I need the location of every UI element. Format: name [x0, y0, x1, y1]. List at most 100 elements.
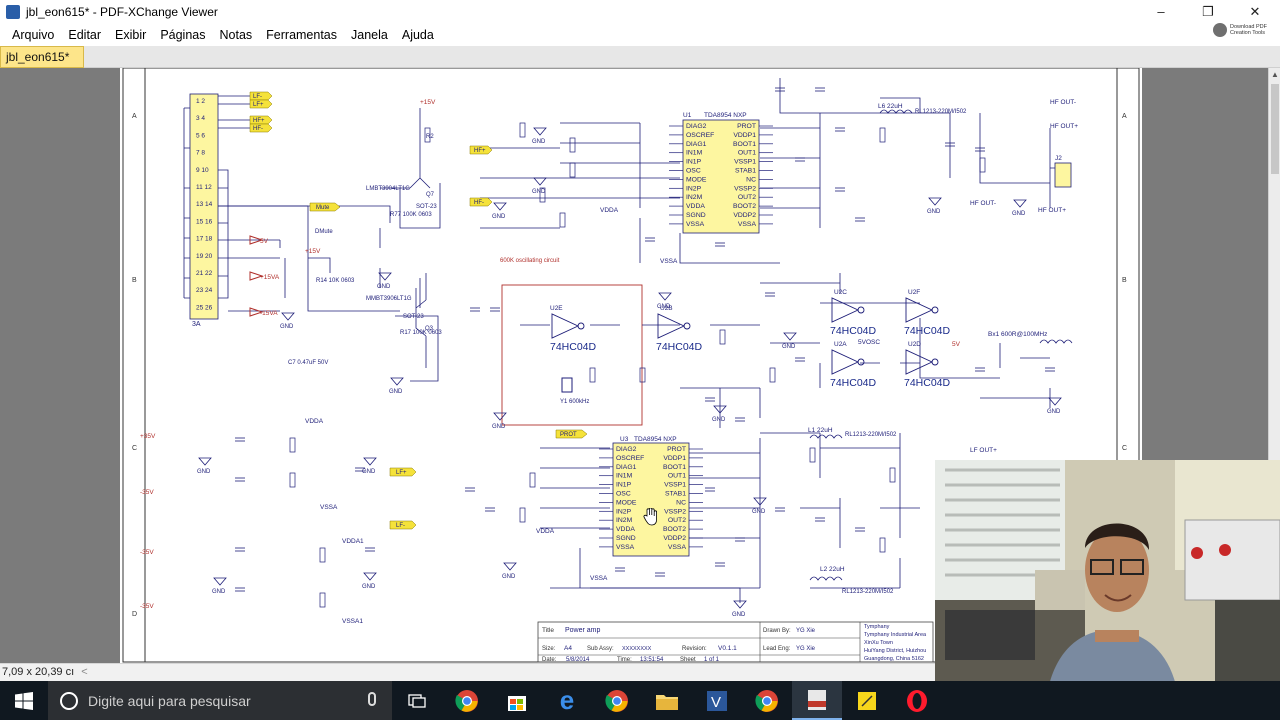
maximize-button[interactable]: ❐ — [1202, 4, 1214, 19]
sheet-label: Sheet — [680, 657, 696, 663]
menu-notas[interactable]: Notas — [219, 28, 253, 42]
j1-pin-label: 21 22 — [196, 270, 213, 277]
ic-pin-left: IN1P — [616, 482, 632, 489]
minimize-button[interactable]: – — [1157, 4, 1165, 19]
download-pdf-tools-button[interactable]: Download PDF Creation Tools — [1213, 23, 1272, 37]
menu-paginas[interactable]: Páginas — [160, 28, 206, 42]
border-row-c: C — [132, 445, 137, 452]
sub-assy-label: Sub Assy: — [587, 646, 614, 652]
ic-pin-left: SGND — [686, 212, 706, 219]
ic-pin-left: IN2M — [686, 194, 703, 201]
inverter-bubble — [857, 358, 865, 366]
ic-pin-right: NC — [746, 176, 756, 183]
ic-pin-right: VDDP1 — [663, 455, 686, 462]
task-view-icon — [408, 693, 426, 708]
ic-pin-left: OSCREF — [616, 455, 644, 462]
menu-arquivo[interactable]: Arquivo — [12, 28, 55, 42]
ground-label: GND — [492, 214, 506, 220]
j1-pin-label: 17 18 — [196, 236, 213, 243]
hf-plus-tag — [469, 145, 493, 155]
j1-pin-label: 19 20 — [196, 253, 213, 260]
edge-taskbar-button[interactable]: e — [542, 681, 592, 720]
l6-label: L6 22uH — [878, 103, 903, 110]
menu-editar[interactable]: Editar — [68, 28, 102, 42]
ground-label: GND — [1012, 211, 1026, 217]
ic-pin-right: OUT2 — [738, 194, 756, 201]
resistor-symbol — [719, 329, 726, 345]
resistor-symbol — [289, 437, 296, 453]
lf-minus-tag-label: LF- — [396, 523, 405, 529]
mute-circuit — [279, 108, 431, 368]
resistor-symbol — [569, 137, 576, 153]
menu-exibir[interactable]: Exibir — [115, 28, 147, 42]
j2-label: J2 — [1055, 155, 1062, 162]
inverter-gate — [905, 349, 934, 375]
ground-symbol — [493, 412, 507, 421]
ic-pin-left: VDDA — [616, 526, 635, 533]
close-button[interactable]: ✕ — [1249, 4, 1261, 19]
border-row-b-right: B — [1122, 277, 1127, 284]
menu-ferramentas[interactable]: Ferramentas — [266, 28, 338, 42]
ic-pin-left: DIAG2 — [616, 446, 637, 453]
sticky-notes-taskbar-button[interactable] — [842, 681, 892, 720]
lf-minus-tag — [389, 520, 417, 530]
title-label: Title — [542, 627, 554, 634]
file-explorer-taskbar-button[interactable] — [642, 681, 692, 720]
sticky-notes-icon — [858, 691, 876, 710]
ground-label: GND — [197, 469, 211, 475]
size-label: Size: — [542, 646, 556, 652]
pdf-xchange-taskbar-button[interactable] — [792, 681, 842, 720]
opera-taskbar-button[interactable] — [892, 681, 942, 720]
time-label: Time: — [617, 657, 632, 663]
ic-pin-right: VDDP1 — [733, 132, 756, 139]
chrome-taskbar-button[interactable] — [442, 681, 492, 720]
ground-label: GND — [280, 324, 294, 330]
resistor-symbol — [519, 507, 526, 523]
vdda1-label: VDDA1 — [342, 538, 364, 545]
hf-out-minus-2: HF OUT- — [970, 200, 996, 207]
svg-text:LF+: LF+ — [253, 102, 264, 108]
revision-label: Revision: — [682, 646, 707, 652]
chrome-3-taskbar-button[interactable] — [742, 681, 792, 720]
chrome-2-taskbar-button[interactable] — [592, 681, 642, 720]
ground-label: GND — [927, 209, 941, 215]
visio-taskbar-button[interactable]: V — [692, 681, 742, 720]
ground-symbol — [658, 292, 672, 301]
horizontal-scroll-left-icon[interactable]: < — [81, 666, 88, 678]
title-bar: jbl_eon615* - PDF-XChange Viewer – ❐ ✕ — [0, 0, 1280, 24]
ground-symbol — [753, 497, 767, 506]
menu-ajuda[interactable]: Ajuda — [401, 28, 434, 42]
address-2: HuiYang District, Huizhou — [864, 648, 926, 654]
5vosc-label: 5VOSC — [858, 339, 880, 346]
menu-bar: Arquivo Editar Exibir Páginas Notas Ferr… — [0, 24, 1280, 46]
ic-pin-left: IN1M — [616, 473, 633, 480]
store-taskbar-button[interactable] — [492, 681, 542, 720]
ground-label: GND — [362, 584, 376, 590]
ground-symbol — [928, 197, 942, 206]
menu-janela[interactable]: Janela — [351, 28, 388, 42]
inverter-gate — [831, 297, 860, 323]
ground-label: GND — [752, 509, 766, 515]
ic-pin-right: VDDP2 — [663, 535, 686, 542]
svg-text:TDA8954 NXP: TDA8954 NXP — [704, 112, 747, 119]
scroll-up-icon[interactable]: ▲ — [1271, 70, 1279, 79]
q7-ref: Q7 — [426, 192, 435, 198]
oscillator-box — [501, 284, 643, 426]
document-tab[interactable]: jbl_eon615* — [0, 46, 84, 68]
microphone-icon[interactable] — [368, 692, 376, 706]
oscillator-note: 600K oscillating circuit — [500, 258, 560, 264]
ic-pin-left: IN2P — [686, 185, 702, 192]
start-button[interactable] — [0, 681, 48, 720]
ground-label: GND — [492, 424, 506, 430]
task-view-button[interactable] — [392, 681, 442, 720]
rail-15v-r14: +15V — [305, 248, 321, 255]
resistor-symbol — [529, 472, 536, 488]
taskbar-search-box[interactable]: Digite aqui para pesquisar — [48, 681, 392, 720]
scrollbar-thumb[interactable] — [1271, 84, 1279, 174]
ic-pin-left: OSC — [616, 491, 631, 498]
resistor-symbol — [539, 187, 546, 203]
time-value: 13:51:54 — [640, 657, 664, 663]
bx1-label: Bx1 600R@100MHz — [988, 331, 1047, 338]
